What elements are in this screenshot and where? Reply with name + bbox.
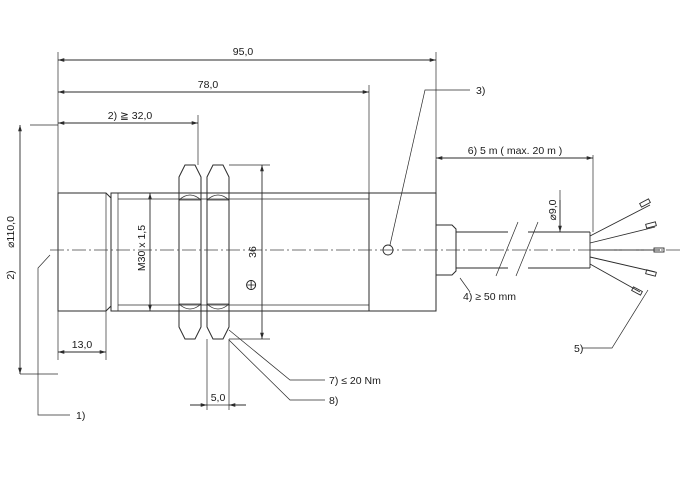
callout-1: 1) [76,410,85,422]
mounting-nuts [178,164,230,340]
callout-5: 5) [574,343,583,355]
dim-total-length: 95,0 [233,46,254,58]
dim-cap-length: 13,0 [72,339,93,351]
dim-torque: 7) ≤ 20 Nm [329,375,381,387]
dim-cable-length: 6) 5 m ( max. 20 m ) [468,145,563,157]
dim-diameter: ⌀110,0 [5,216,17,248]
dim-body-length: 78,0 [198,79,219,91]
dim-thread-min: 2) ≧ 32,0 [108,110,153,122]
dim-nut-width: 5,0 [211,392,226,404]
dim-thread-spec: M30 x 1,5 [136,225,148,271]
callout-8: 8) [329,395,338,407]
wrench-icon: ⨁ [245,279,257,290]
dim-wrench-size: 36 [247,246,259,258]
callout-3: 3) [476,85,485,97]
dim-diameter-note: 2) [5,270,17,279]
dim-cable-diameter: ⌀9,0 [547,199,559,220]
dim-bend-radius: 4) ≥ 50 mm [463,291,516,303]
dimensions [18,52,649,416]
